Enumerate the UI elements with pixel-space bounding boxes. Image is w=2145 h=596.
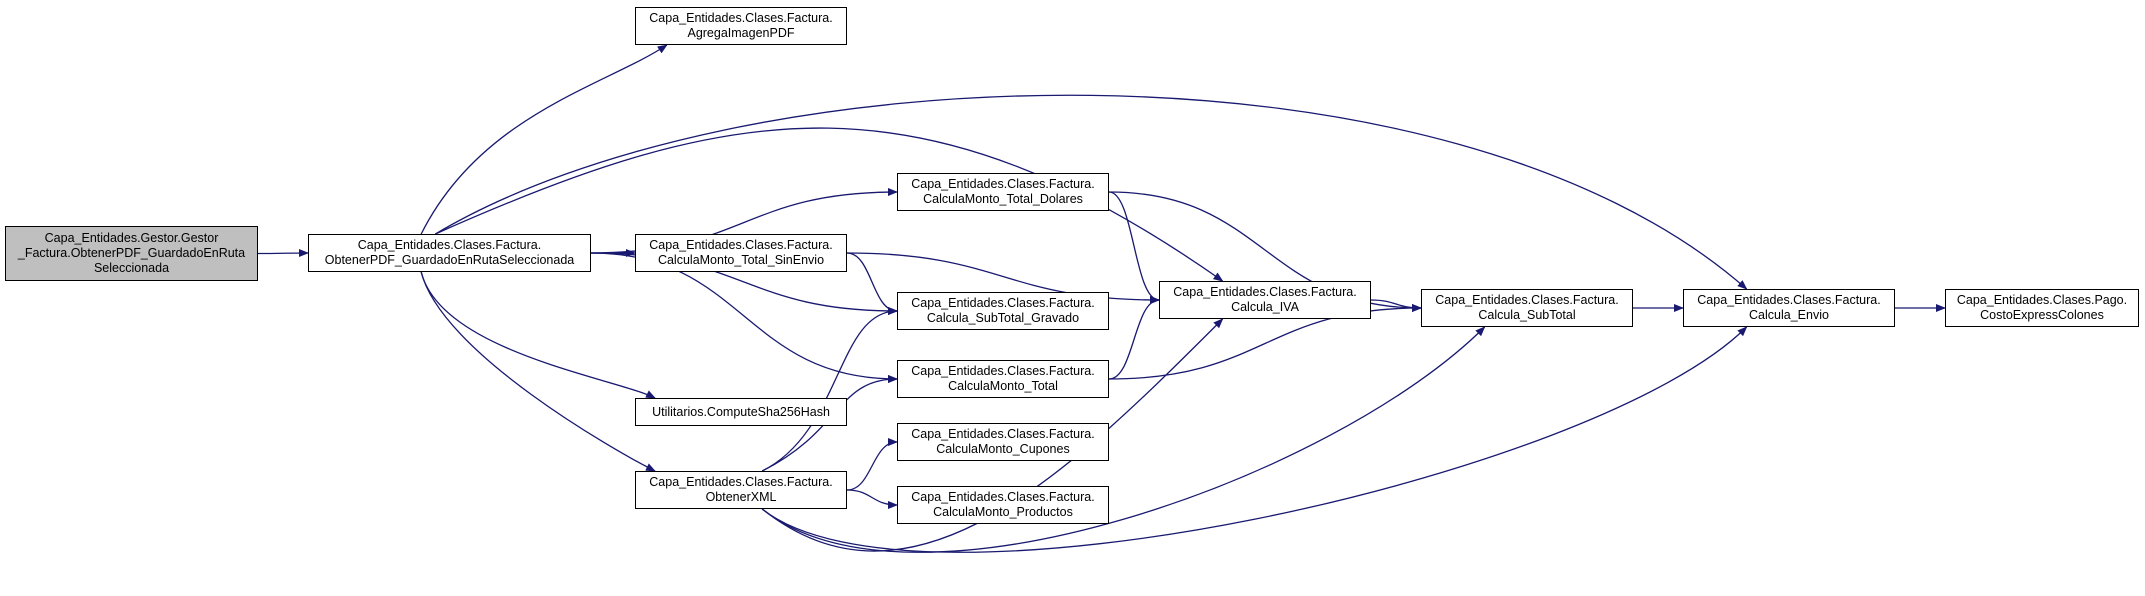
edge-monto_total_dolares-to-calcula_iva bbox=[1108, 191, 1160, 304]
node-label-line: CalculaMonto_Total_Dolares bbox=[923, 192, 1083, 206]
node-factura-calcula-monto-total-dolares[interactable]: Capa_Entidades.Clases.Factura. CalculaMo… bbox=[897, 173, 1109, 211]
edge-obtener_xml-to-calcula_envio bbox=[761, 326, 1748, 553]
node-factura-calcula-envio[interactable]: Capa_Entidades.Clases.Factura. Calcula_E… bbox=[1683, 289, 1895, 327]
node-label-line: Capa_Entidades.Clases.Factura. bbox=[357, 238, 542, 252]
edge-obtener_pdf-to-sha256 bbox=[420, 271, 656, 399]
node-label-line: Capa_Entidades.Clases.Factura. bbox=[911, 177, 1095, 191]
node-label-line: Capa_Entidades.Clases.Factura. bbox=[649, 238, 833, 252]
node-label-line: Calcula_SubTotal_Gravado bbox=[926, 311, 1080, 325]
edge-obtener_xml-to-subtotal_gravado bbox=[761, 307, 898, 472]
node-factura-obtener-xml[interactable]: Capa_Entidades.Clases.Factura. ObtenerXM… bbox=[635, 471, 847, 509]
node-factura-calcula-monto-cupones[interactable]: Capa_Entidades.Clases.Factura. CalculaMo… bbox=[897, 423, 1109, 461]
node-label-line: Capa_Entidades.Clases.Factura. bbox=[649, 475, 833, 489]
node-factura-obtener-pdf[interactable]: Capa_Entidades.Clases.Factura. ObtenerPD… bbox=[308, 234, 591, 272]
edge-obtener_xml-to-monto_productos bbox=[846, 489, 898, 509]
node-gestor-factura-obtener-pdf[interactable]: Capa_Entidades.Gestor.Gestor _Factura.Ob… bbox=[5, 226, 258, 281]
node-label-line: Capa_Entidades.Clases.Factura. bbox=[649, 11, 833, 25]
node-label-line: AgregaImagenPDF bbox=[687, 26, 795, 40]
node-utilitarios-compute-sha256-hash[interactable]: Utilitarios.ComputeSha256Hash bbox=[635, 398, 847, 426]
node-label-line: Calcula_IVA bbox=[1231, 300, 1299, 314]
node-label-line: Seleccionada bbox=[93, 261, 170, 275]
edge-obtener_pdf-to-calcula_envio bbox=[435, 94, 1748, 290]
node-label-line: Capa_Entidades.Clases.Factura. bbox=[1435, 293, 1619, 307]
node-label-line: Capa_Entidades.Clases.Factura. bbox=[911, 296, 1095, 310]
node-label-line: Capa_Entidades.Clases.Factura. bbox=[1697, 293, 1881, 307]
edge-monto_total_sinenvio-to-subtotal_gravado bbox=[846, 252, 898, 315]
node-label-line: Capa_Entidades.Clases.Pago. bbox=[1956, 293, 2128, 307]
node-label-line: Calcula_Envio bbox=[1749, 308, 1829, 322]
node-label-line: ObtenerPDF_GuardadoEnRutaSeleccionada bbox=[324, 253, 575, 267]
node-label-line: Capa_Entidades.Clases.Factura. bbox=[911, 364, 1095, 378]
node-label-line: CalculaMonto_Total_SinEnvio bbox=[657, 253, 825, 267]
edge-obtener_xml-to-monto_cupones bbox=[846, 438, 898, 491]
node-factura-calcula-subtotal-gravado[interactable]: Capa_Entidades.Clases.Factura. Calcula_S… bbox=[897, 292, 1109, 330]
node-label-line: ObtenerXML bbox=[705, 490, 777, 504]
node-label-line: Calcula_SubTotal bbox=[1478, 308, 1576, 322]
node-label-line: Utilitarios.ComputeSha256Hash bbox=[652, 404, 830, 419]
edge-calcula_iva-to-calcula_subtotal bbox=[1370, 299, 1422, 312]
node-factura-calcula-monto-total[interactable]: Capa_Entidades.Clases.Factura. CalculaMo… bbox=[897, 360, 1109, 398]
node-label-line: Capa_Entidades.Clases.Factura. bbox=[1173, 285, 1357, 299]
node-label-line: Capa_Entidades.Gestor.Gestor bbox=[44, 231, 219, 245]
node-label-line: CalculaMonto_Total bbox=[948, 379, 1058, 393]
node-label-line: CalculaMonto_Productos bbox=[933, 505, 1073, 519]
node-pago-costo-express-colones[interactable]: Capa_Entidades.Clases.Pago. CostoExpress… bbox=[1945, 289, 2139, 327]
node-label-line: CalculaMonto_Cupones bbox=[936, 442, 1070, 456]
edge-monto_total-to-calcula_iva bbox=[1108, 296, 1160, 380]
edge-root-to-obtener_pdf bbox=[257, 249, 309, 258]
node-label-line: CostoExpressColones bbox=[1980, 308, 2104, 322]
node-factura-calcula-iva[interactable]: Capa_Entidades.Clases.Factura. Calcula_I… bbox=[1159, 281, 1371, 319]
edge-obtener_pdf-to-obtener_xml bbox=[420, 271, 656, 472]
node-factura-calcula-subtotal[interactable]: Capa_Entidades.Clases.Factura. Calcula_S… bbox=[1421, 289, 1633, 327]
node-label-line: Capa_Entidades.Clases.Factura. bbox=[911, 427, 1095, 441]
node-label-line: Capa_Entidades.Clases.Factura. bbox=[911, 490, 1095, 504]
node-factura-calcula-monto-productos[interactable]: Capa_Entidades.Clases.Factura. CalculaMo… bbox=[897, 486, 1109, 524]
node-factura-calcula-monto-total-sin-envio[interactable]: Capa_Entidades.Clases.Factura. CalculaMo… bbox=[635, 234, 847, 272]
edge-obtener_xml-to-calcula_subtotal bbox=[761, 326, 1486, 553]
node-label-line: _Factura.ObtenerPDF_GuardadoEnRuta bbox=[17, 246, 246, 260]
node-factura-agrega-imagen-pdf[interactable]: Capa_Entidades.Clases.Factura. AgregaIma… bbox=[635, 7, 847, 45]
edge-obtener_pdf-to-agrega_imagen bbox=[420, 44, 668, 235]
